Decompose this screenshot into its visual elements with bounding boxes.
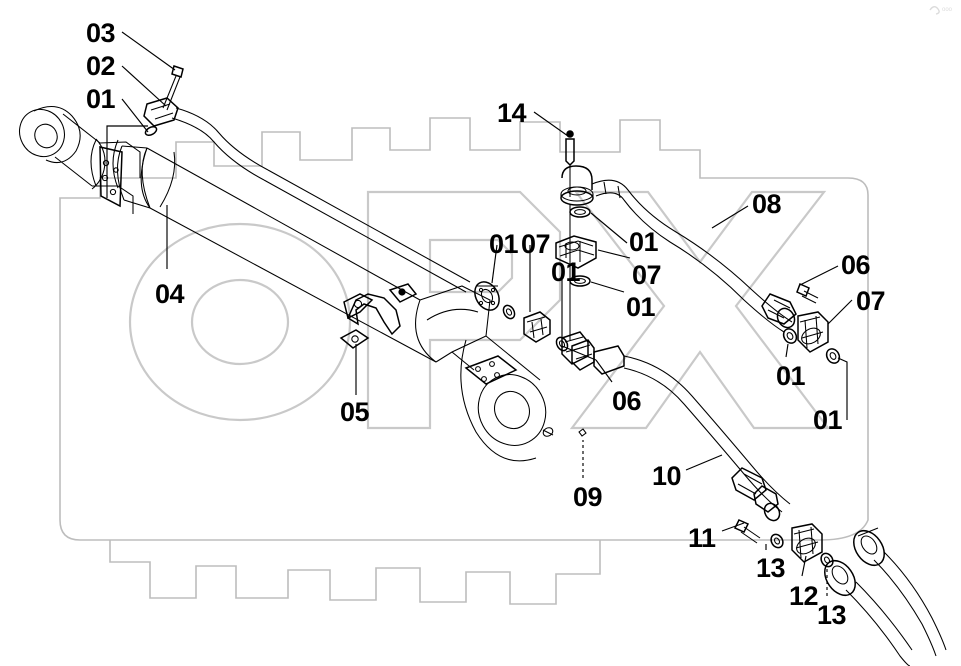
lower-union-stack [733,519,834,568]
callout-label-01-mid: 01 [551,257,581,287]
callout-label-07-left-union: 07 [521,229,551,259]
callout-label-13-lower: 13 [817,600,847,630]
left-flange-and-union-stack [474,281,625,375]
callout-label-02: 02 [86,51,116,81]
leader-lines [106,31,853,596]
callout-label-01-right-upper: 01 [776,361,806,391]
vertical-stud-union-stack [555,130,597,365]
svg-text:ooo: ooo [942,7,953,13]
callout-label-04: 04 [155,279,185,309]
callout-label-07-stud-union: 07 [632,260,662,290]
hose-clamp-bracket [339,283,418,349]
callout-label-09: 09 [573,482,603,512]
callout-label-01-rod-end: 01 [86,84,116,114]
callout-label-11: 11 [688,523,716,553]
watermark-opx-text [128,190,831,430]
callout-label-03: 03 [86,18,116,48]
rod-end-port-fitting [143,65,471,293]
callout-label-01-stud-lower: 01 [626,292,656,322]
callout-label-08: 08 [752,189,782,219]
callout-label-12: 12 [789,581,819,611]
callout-label-05: 05 [340,397,370,427]
callout-label-01-left-flange: 01 [489,229,519,259]
callout-label-07-right-union: 07 [856,286,886,316]
callout-label-01-stud-upper: 01 [629,227,659,257]
callout-label-13-upper: 13 [756,553,786,583]
callout-label-06-right: 06 [841,250,871,280]
watermark-gear-outline [59,117,869,605]
callout-label-01-right-lower: 01 [813,405,843,435]
hydraulic-cylinder-body [19,106,587,462]
hose-tail-stubs [824,527,947,666]
right-union-connector [782,282,841,364]
callout-label-06-center: 06 [612,386,642,416]
lower-hydraulic-hose [623,355,791,522]
corner-watermark-mark: ooo [929,6,953,15]
upper-hydraulic-hose [591,179,797,333]
callout-label-10: 10 [652,461,682,491]
callout-label-14: 14 [497,98,527,128]
